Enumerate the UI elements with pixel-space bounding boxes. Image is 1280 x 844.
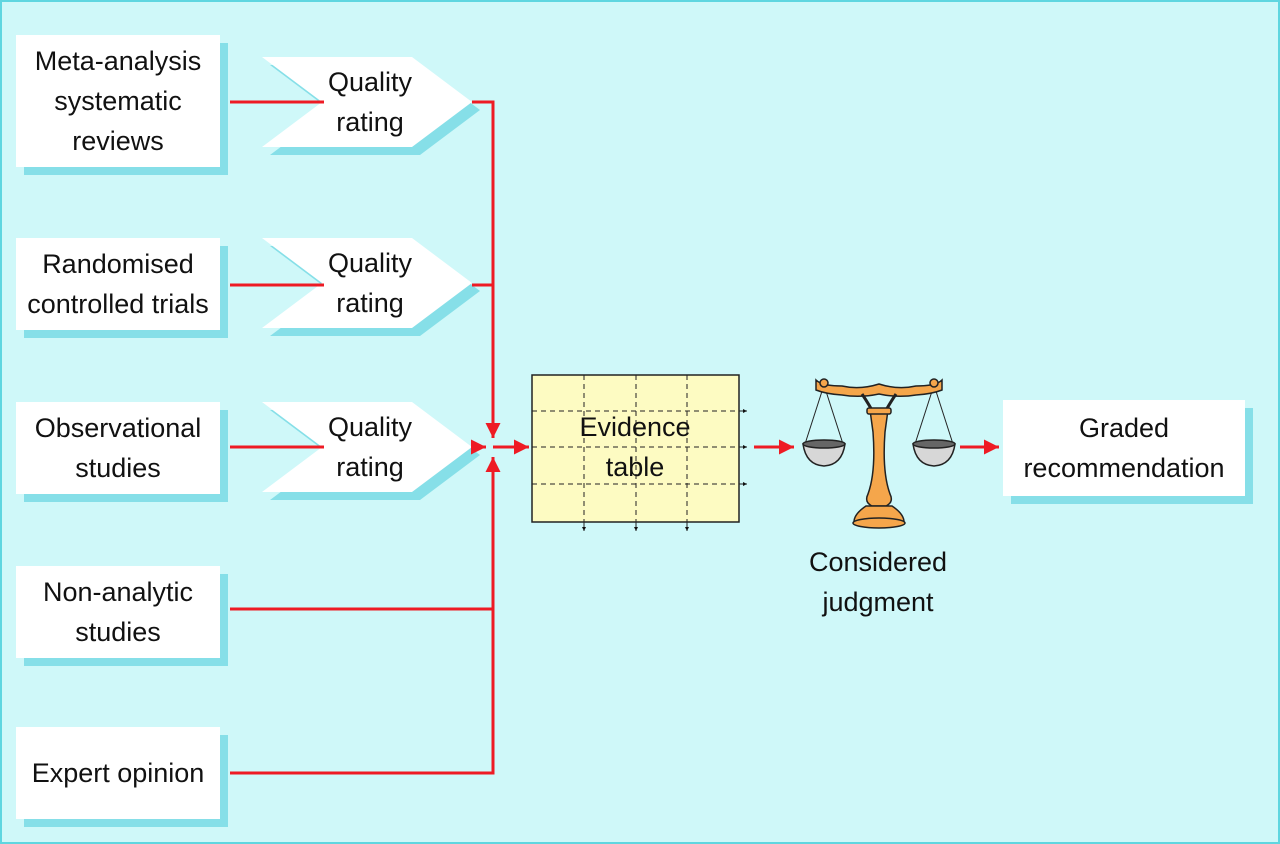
source-box-randomised-trials: Randomised controlled trials xyxy=(16,238,220,330)
evidence-table-label: Evidence table xyxy=(579,412,691,482)
quality-label-3: Quality rating xyxy=(327,412,413,482)
quality-chevron-2 xyxy=(262,238,480,336)
source-box-observational: Observational studies xyxy=(16,402,220,494)
source-box-meta-analysis: Meta-analysis systematic reviews xyxy=(16,35,220,167)
evidence-table-grid xyxy=(531,374,747,531)
quality-label-2: Quality rating xyxy=(327,248,413,318)
balance-scale-icon xyxy=(802,378,956,529)
quality-chevron-3 xyxy=(262,402,480,500)
quality-chevron-1 xyxy=(262,57,480,155)
source-box-non-analytic: Non-analytic studies xyxy=(16,566,220,658)
judgment-label: Considered judgment xyxy=(808,547,948,617)
output-box-graded-recommendation: Graded recommendation xyxy=(1003,400,1245,496)
connector-lines xyxy=(230,100,999,775)
connector-quality-1 xyxy=(472,100,501,438)
connector-source-5 xyxy=(230,457,501,775)
quality-label-1: Quality rating xyxy=(327,67,413,137)
source-box-expert-opinion: Expert opinion xyxy=(16,727,220,819)
